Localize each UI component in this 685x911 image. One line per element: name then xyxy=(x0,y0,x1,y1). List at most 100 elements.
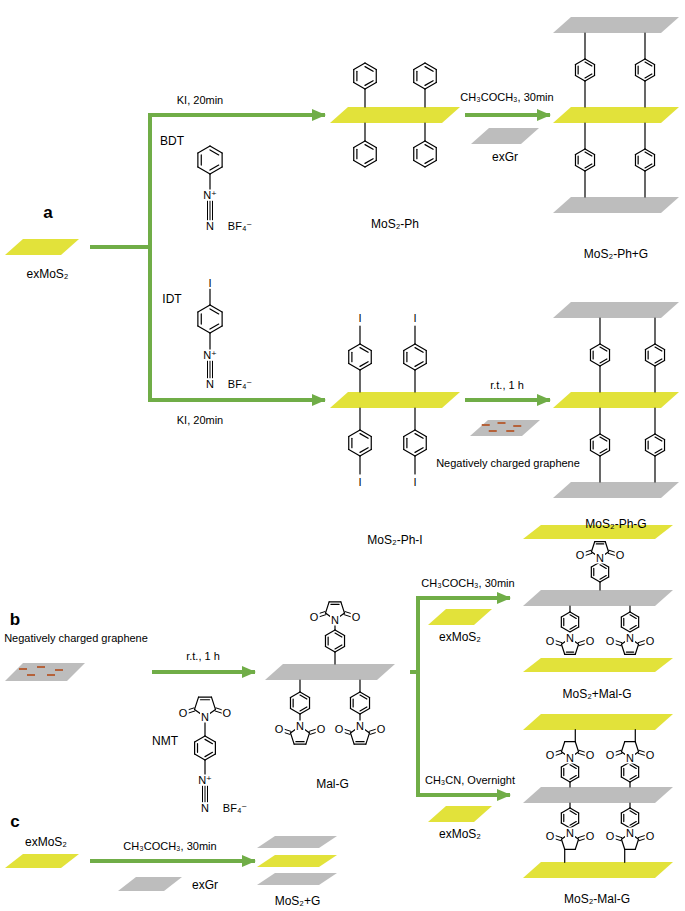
bond-line xyxy=(599,456,600,482)
bond-line xyxy=(348,351,349,364)
bond-line xyxy=(211,697,215,709)
bond-line xyxy=(570,627,579,632)
bond-line xyxy=(209,333,210,350)
bond-line xyxy=(222,312,223,326)
bond-line xyxy=(629,782,630,787)
bond-line xyxy=(629,606,630,612)
atom-label: O xyxy=(545,750,556,761)
structure-name: exMoS₂ xyxy=(26,267,68,281)
bond-line xyxy=(621,742,624,752)
graphene-sheet xyxy=(523,590,673,606)
bond-line xyxy=(425,63,436,70)
product-structure: MoS₂+Mal-G xyxy=(510,522,684,702)
bond-line xyxy=(354,141,365,148)
bond-line xyxy=(655,434,665,440)
bond-line xyxy=(210,326,222,333)
bond-line xyxy=(570,612,579,617)
reagent-name: BDT xyxy=(160,135,184,148)
bond-line xyxy=(197,153,198,167)
bond-line xyxy=(205,739,212,743)
bond-line xyxy=(645,361,655,367)
bond-line xyxy=(335,633,342,637)
bond-line xyxy=(600,449,607,453)
bond-line xyxy=(300,707,307,711)
mos2-sheet xyxy=(5,854,79,868)
bond-line xyxy=(290,709,300,715)
charge-dash xyxy=(498,422,506,424)
bond-line xyxy=(575,65,576,76)
bond-line xyxy=(655,361,665,367)
reagent-name: exGr xyxy=(192,879,218,892)
atom-label: O xyxy=(585,635,596,646)
atom-label: O xyxy=(309,611,320,622)
bond-line xyxy=(414,326,415,344)
bond-line xyxy=(578,156,579,164)
structure-name: MoS₂-Ph-I xyxy=(367,533,422,547)
bond-line xyxy=(566,651,573,652)
bond-line xyxy=(635,166,645,172)
bond-line xyxy=(593,441,594,449)
bond-line xyxy=(325,630,335,636)
structure-name: Negatively charged graphene xyxy=(4,631,148,645)
atom-label: N xyxy=(625,753,635,764)
bond-line xyxy=(300,692,310,698)
atom-label: O xyxy=(605,750,616,761)
bond-line xyxy=(365,63,376,70)
bond-line xyxy=(626,651,633,652)
bond-line xyxy=(570,811,576,815)
bond-line xyxy=(648,351,649,359)
bond-line xyxy=(570,808,579,813)
graphene-sheet xyxy=(470,420,540,436)
product-structure: MoS₂-Ph+G xyxy=(550,5,682,262)
bond-line xyxy=(599,408,600,434)
charge-dash xyxy=(513,425,521,427)
bond-line xyxy=(565,654,576,655)
bond-line xyxy=(325,636,326,647)
reaction-arrow xyxy=(410,598,510,672)
bond-line xyxy=(341,602,345,613)
bond-line xyxy=(414,456,415,474)
bond-line xyxy=(624,849,625,862)
bond-line xyxy=(609,440,610,451)
charge-dash xyxy=(482,424,490,426)
bond-line xyxy=(360,364,371,371)
bond-line xyxy=(371,437,372,450)
bond-line xyxy=(585,59,595,65)
bond-line xyxy=(635,730,636,742)
bond-line xyxy=(635,155,636,166)
bond-line xyxy=(299,680,300,692)
bond-line xyxy=(360,430,371,437)
bond-line xyxy=(300,695,307,699)
bond-line xyxy=(570,626,576,630)
bond-line xyxy=(204,722,205,736)
bond-line xyxy=(629,803,630,808)
graphene-sheet xyxy=(553,302,679,318)
charge-dash xyxy=(27,674,35,676)
bond-line xyxy=(635,742,638,752)
bond-line xyxy=(426,437,427,450)
bond-line xyxy=(365,81,373,86)
bond-line xyxy=(644,171,645,197)
bond-line xyxy=(207,361,208,378)
bond-line xyxy=(630,776,636,780)
bond-line xyxy=(360,695,367,699)
bond-line xyxy=(365,67,373,72)
reaction-condition: r.t., 1 h xyxy=(184,650,222,663)
bond-line xyxy=(596,543,603,544)
charge-dash xyxy=(55,669,63,671)
mos2-sheet xyxy=(523,658,673,672)
charge-dash xyxy=(19,668,27,670)
bond-line xyxy=(328,637,329,645)
graphene-sheet xyxy=(471,128,539,144)
bond-line xyxy=(654,65,655,76)
bond-line xyxy=(309,698,310,709)
bond-line xyxy=(561,627,570,632)
bond-line xyxy=(591,567,592,577)
product-structure: exMoS₂ xyxy=(2,834,90,872)
bond-line xyxy=(593,351,594,359)
bond-line xyxy=(590,350,591,361)
bond-line xyxy=(360,692,370,698)
bond-line xyxy=(635,149,645,155)
atom-label: N⁺ xyxy=(202,350,218,361)
